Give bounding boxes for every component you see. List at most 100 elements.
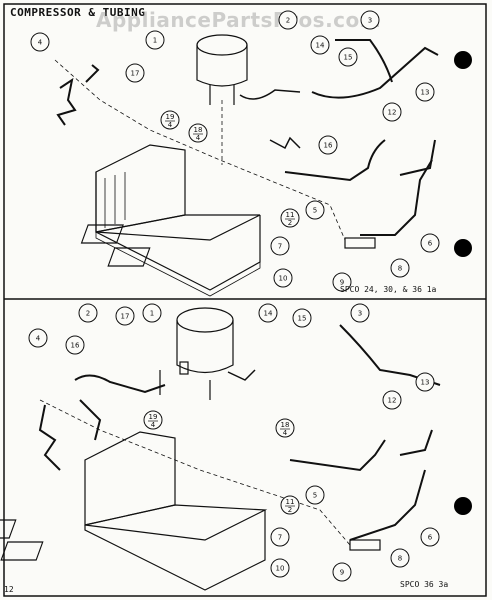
binder-hole-top <box>454 51 472 69</box>
callout-b-13: 13 <box>415 372 435 392</box>
callout-t-17: 17 <box>125 63 145 83</box>
callout-quantity: 2 <box>288 506 292 514</box>
callout-circle <box>78 303 98 323</box>
callout-circle <box>338 47 358 67</box>
callout-circle <box>310 35 330 55</box>
callout-b-14: 14 <box>258 303 278 323</box>
cabinet-base-floor <box>84 504 268 541</box>
top-diagram <box>54 34 439 297</box>
tube-15 <box>227 369 256 381</box>
callout-number: 2 <box>286 17 290 25</box>
callout-quantity: 4 <box>196 134 201 142</box>
leader-dashed-line <box>39 399 351 546</box>
callout-number: 10 <box>279 275 288 283</box>
callout-circle <box>145 30 165 50</box>
callout-number: 17 <box>121 313 130 321</box>
callout-b-19: 194 <box>143 410 163 430</box>
callout-quantity: 4 <box>283 429 288 437</box>
callout-t-5: 5 <box>305 200 325 220</box>
callout-circle <box>318 135 338 155</box>
callout-t-14: 14 <box>310 35 330 55</box>
callout-t-19: 194 <box>160 110 180 130</box>
callout-t-6: 6 <box>420 233 440 253</box>
tube-6 <box>349 469 426 541</box>
callout-b-16: 16 <box>65 335 85 355</box>
tube-16 <box>269 136 301 150</box>
cabinet-side-panel <box>95 144 186 233</box>
callout-circle <box>142 303 162 323</box>
callout-circle <box>350 303 370 323</box>
tube-4 <box>56 77 77 126</box>
callout-b-3: 3 <box>350 303 370 323</box>
callout-circle <box>305 485 325 505</box>
service-valve <box>344 237 376 249</box>
callout-number: 17 <box>131 70 140 78</box>
tube-3 <box>335 39 393 83</box>
callout-number: 5 <box>313 492 317 500</box>
cabinet-cutout-left <box>80 224 124 244</box>
callout-number: 19 <box>149 413 158 421</box>
callout-t-11: 112 <box>280 208 300 228</box>
callout-circle <box>292 308 312 328</box>
cabinet-cutout-right <box>107 247 151 267</box>
compressor-feet <box>209 85 235 105</box>
callout-b-8: 8 <box>390 548 410 568</box>
top-model-label: SPCO 24, 30, & 36 1a <box>340 285 437 294</box>
callout-t-4: 4 <box>30 32 50 52</box>
tube-15 <box>239 89 301 100</box>
callout-number: 5 <box>313 207 317 215</box>
callout-b-5: 5 <box>305 485 325 505</box>
compressor-top <box>176 307 234 333</box>
callout-number: 14 <box>316 42 325 50</box>
watermark: AppliancePartsPros.com <box>96 8 382 32</box>
callout-number: 8 <box>398 555 402 563</box>
tube-13 <box>399 429 433 456</box>
callout-b-15: 15 <box>292 308 312 328</box>
binder-hole-middle <box>454 239 472 257</box>
callout-number: 19 <box>166 113 175 121</box>
cabinet-base-outline <box>95 172 261 291</box>
tube-12 <box>289 439 386 472</box>
compressor-feet <box>159 370 211 400</box>
tube-13 <box>399 139 436 176</box>
callout-t-13: 13 <box>415 82 435 102</box>
callout-circle <box>332 272 352 292</box>
callout-circle <box>390 258 410 278</box>
callout-t-16: 16 <box>318 135 338 155</box>
callout-circle <box>125 63 145 83</box>
callout-number: 18 <box>281 421 290 429</box>
tube-16 <box>79 399 102 441</box>
callout-t-3: 3 <box>360 10 380 30</box>
callout-t-10: 10 <box>273 268 293 288</box>
callout-t-8: 8 <box>390 258 410 278</box>
leader-dashed-line <box>54 59 346 241</box>
callout-t-15: 15 <box>338 47 358 67</box>
callout-circle <box>270 527 290 547</box>
callout-circle <box>143 410 163 430</box>
callout-circle <box>160 110 180 130</box>
callout-number: 15 <box>298 315 307 323</box>
callout-circle <box>258 303 278 323</box>
callout-t-7: 7 <box>270 236 290 256</box>
callout-circle <box>270 236 290 256</box>
callout-b-2: 2 <box>78 303 98 323</box>
cabinet-base-floor <box>95 214 261 241</box>
callout-number: 6 <box>428 534 433 542</box>
cabinet-cutout-left <box>0 519 17 539</box>
callout-b-1: 1 <box>142 303 162 323</box>
callout-circle <box>275 418 295 438</box>
callout-t-2: 2 <box>278 10 298 30</box>
callout-b-11: 112 <box>280 495 300 515</box>
callout-circle <box>280 208 300 228</box>
binder-hole-bottom <box>454 497 472 515</box>
service-valve <box>349 539 381 551</box>
callout-number: 16 <box>324 142 333 150</box>
callout-number: 9 <box>340 569 344 577</box>
compressor-body <box>196 45 248 87</box>
callout-number: 7 <box>278 534 282 542</box>
callout-number: 4 <box>38 39 43 47</box>
callout-circle <box>360 10 380 30</box>
page-number: 12 <box>4 585 14 594</box>
